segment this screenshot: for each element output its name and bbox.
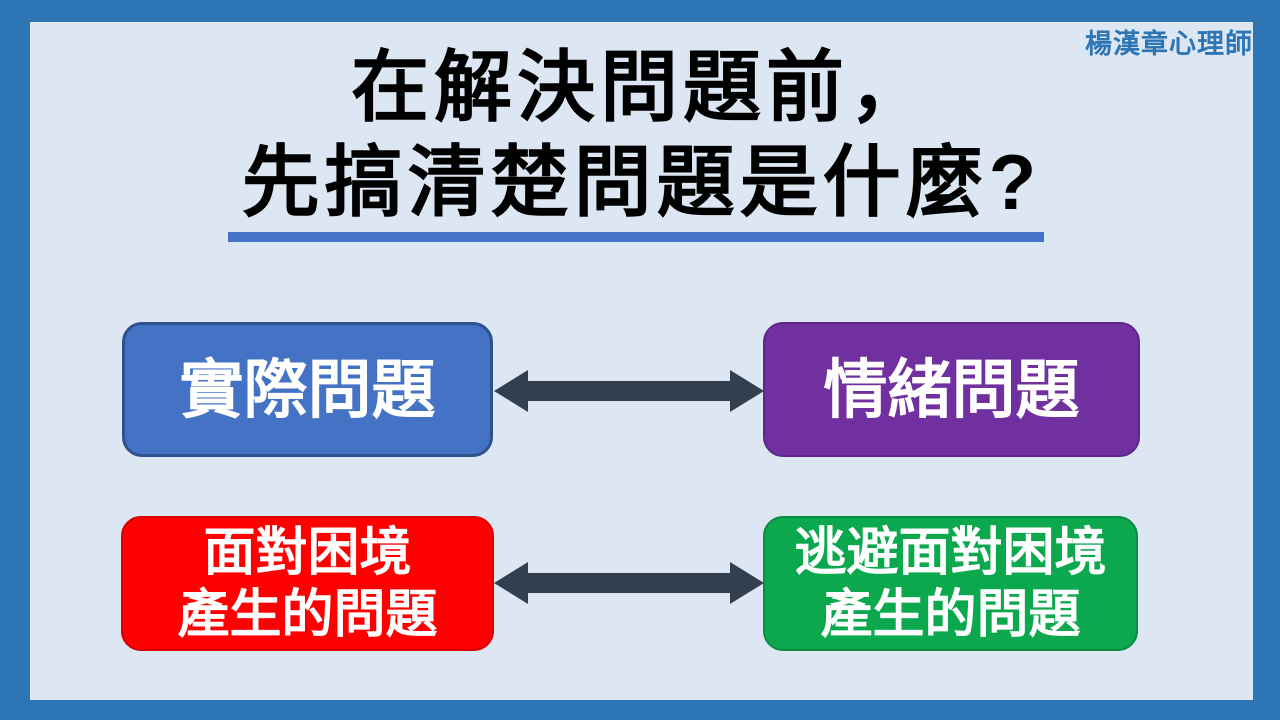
box-avoiding-difficulty-problem: 逃避面對困境 產生的問題	[763, 516, 1138, 651]
title-line-2: 先搞清楚問題是什麼?	[241, 138, 1042, 226]
box-facing-difficulty-problem: 面對困境 產生的問題	[121, 516, 494, 651]
author-credit: 楊漢章心理師	[1085, 29, 1253, 59]
box-emotional-problem-label: 情緒問題	[823, 353, 1080, 426]
title-underline	[228, 232, 1044, 242]
box-practical-problem: 實際問題	[122, 322, 493, 457]
box-facing-difficulty-line-1: 面對困境	[203, 523, 412, 582]
box-practical-problem-label: 實際問題	[179, 353, 436, 426]
double-arrow-icon	[494, 562, 764, 604]
slide-title: 在解決問題前， 先搞清楚問題是什麼?	[30, 40, 1253, 230]
box-avoiding-difficulty-line-2: 產生的問題	[820, 585, 1081, 644]
box-facing-difficulty-line-2: 產生的問題	[177, 585, 438, 644]
title-line-1: 在解決問題前，	[350, 43, 932, 131]
double-arrow-shape	[494, 562, 764, 604]
double-arrow-icon	[494, 370, 764, 412]
box-emotional-problem: 情緒問題	[763, 322, 1140, 457]
box-avoiding-difficulty-line-1: 逃避面對困境	[794, 523, 1107, 582]
double-arrow-shape	[494, 370, 764, 412]
